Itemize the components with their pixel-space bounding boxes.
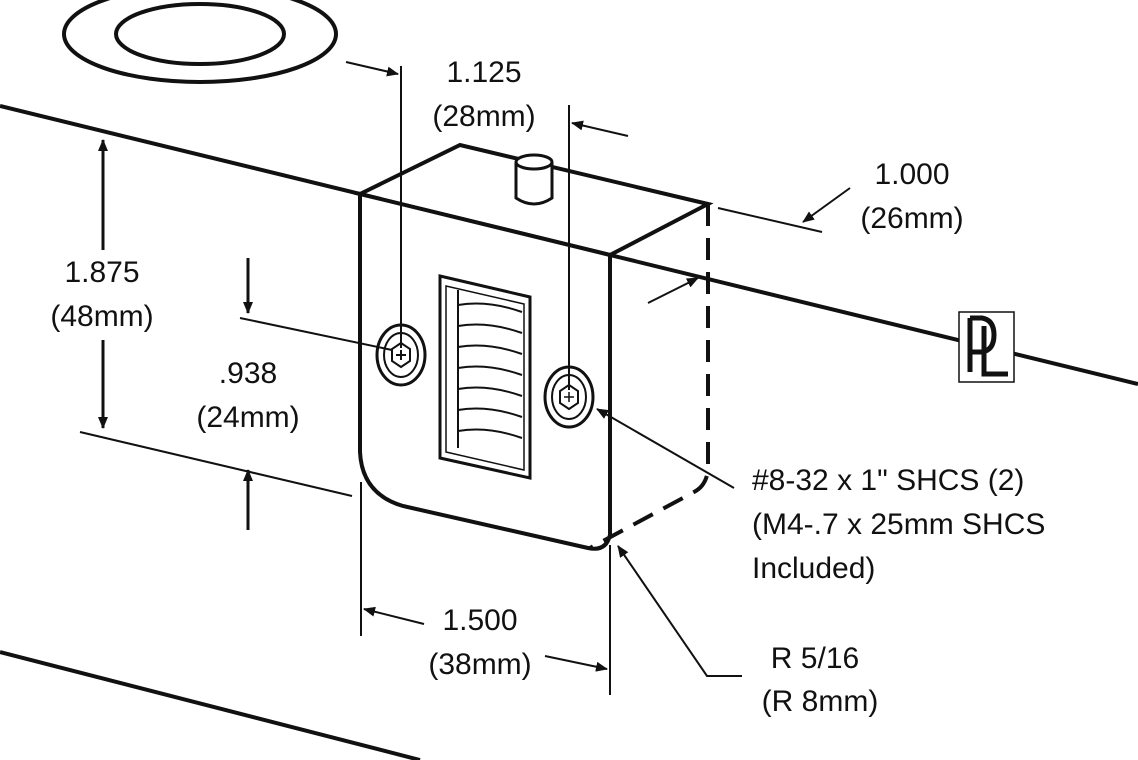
dim-hole-height-metric: (24mm) <box>196 401 299 434</box>
dim-height <box>79 139 353 497</box>
screw-left <box>375 323 427 387</box>
leader-screw <box>596 408 735 489</box>
dim-radius-metric: (R 8mm) <box>762 685 879 718</box>
dim-depth-imperial: 1.000 <box>874 158 949 191</box>
screw-callout-line3: Included) <box>752 552 875 585</box>
dim-height-metric: (48mm) <box>50 300 153 333</box>
screw-callout-line2: (M4-.7 x 25mm SHCS <box>752 508 1045 541</box>
dim-hole-spacing-imperial: 1.125 <box>446 56 521 89</box>
screw-callout-line1: #8-32 x 1" SHCS (2) <box>752 464 1024 497</box>
locating-pin <box>514 153 554 206</box>
dim-depth <box>647 187 851 304</box>
screw-right <box>543 365 595 429</box>
dim-width-metric: (38mm) <box>428 648 531 681</box>
slot-window <box>438 274 532 480</box>
parting-line-logo <box>958 311 1015 383</box>
dim-width <box>360 482 611 695</box>
leader-radius <box>617 545 742 677</box>
dim-depth-metric: (26mm) <box>860 202 963 235</box>
dim-hole-height <box>239 258 393 530</box>
dim-hole-spacing-metric: (28mm) <box>432 100 535 133</box>
dim-width-imperial: 1.500 <box>442 604 517 637</box>
dim-hole-spacing <box>345 61 629 390</box>
dim-height-imperial: 1.875 <box>64 256 139 289</box>
dim-radius-imperial: R 5/16 <box>771 642 859 675</box>
dim-hole-height-imperial: .938 <box>219 357 277 390</box>
